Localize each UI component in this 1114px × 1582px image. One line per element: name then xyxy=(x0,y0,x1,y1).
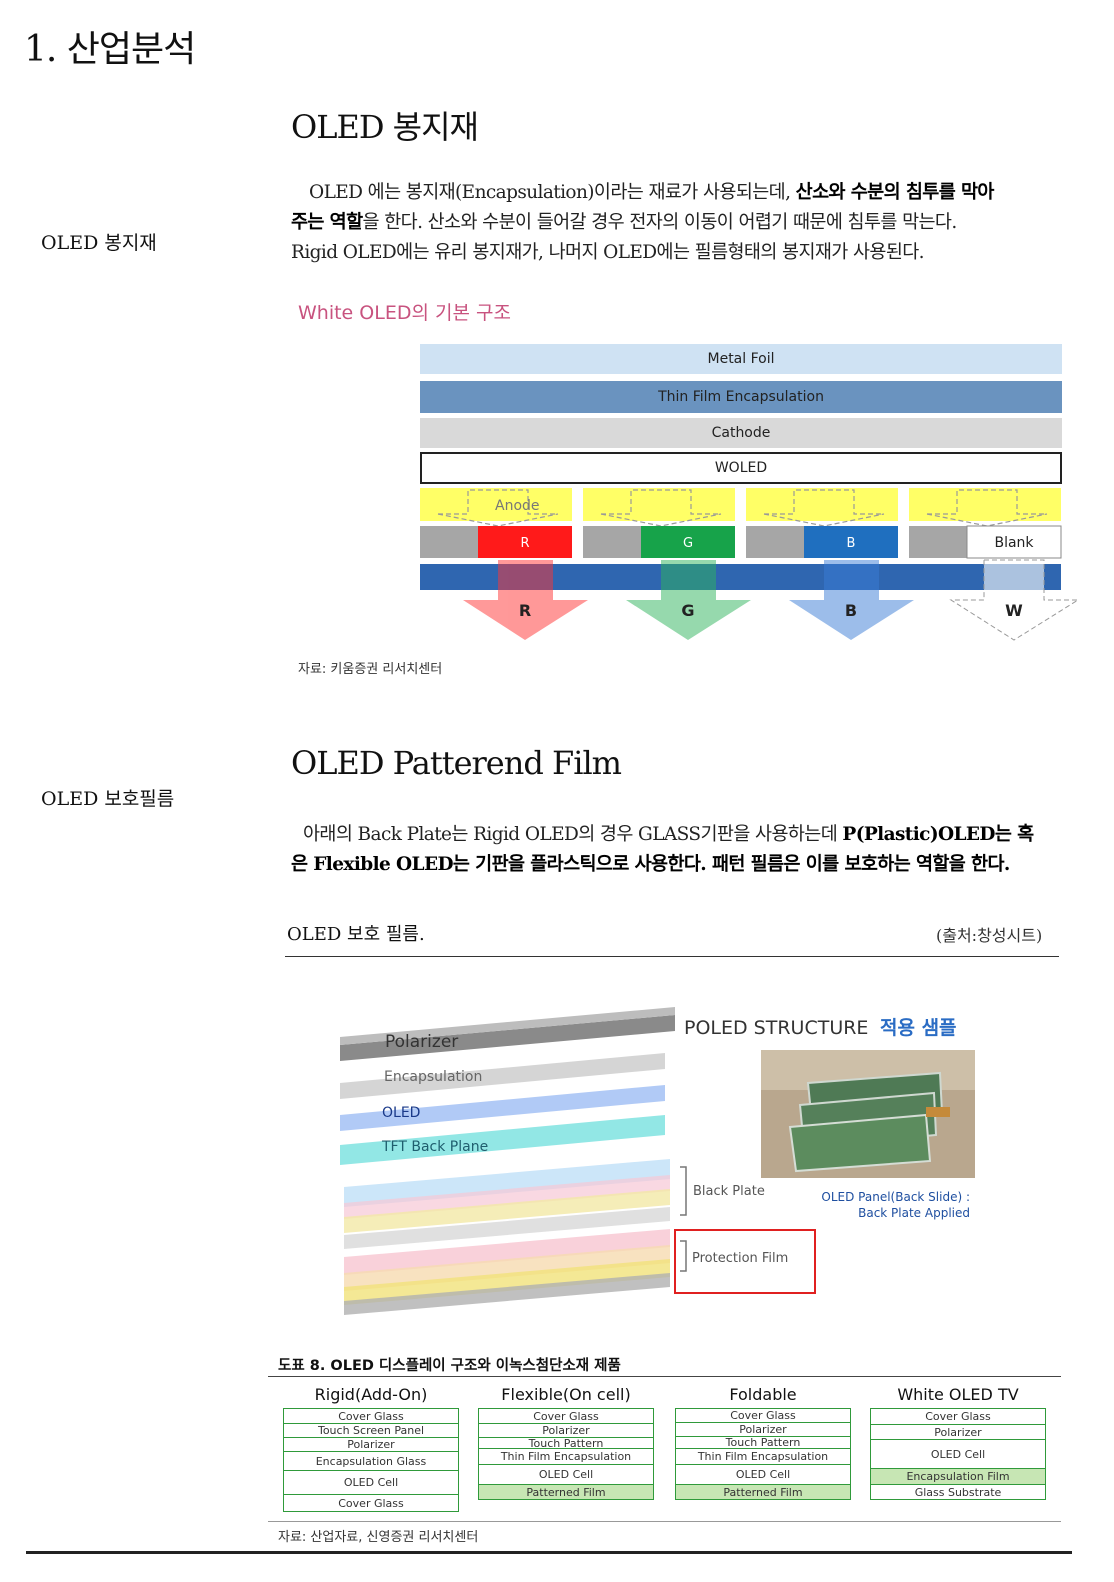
filter-label-b: B xyxy=(847,536,856,551)
output-label-r: R xyxy=(519,601,531,620)
stack-cell: Thin Film Encapsulation xyxy=(675,1448,851,1465)
para-bold: P(Plastic)OLED는 혹 xyxy=(842,824,1033,845)
filter-label-r: R xyxy=(520,536,529,551)
filter-label-g: G xyxy=(683,536,693,551)
para-bold: 은 Flexible OLED는 기판을 플라스틱으로 사용한다. 패턴 필름은… xyxy=(291,854,1010,875)
section-heading-patterned-film: OLED Patterend Film xyxy=(291,744,621,782)
table-bottom-rule xyxy=(268,1521,1061,1522)
stack-cell: Thin Film Encapsulation xyxy=(478,1448,654,1465)
column-head-foldable: Foldable xyxy=(675,1385,851,1404)
side-label-protection-film: OLED 보호필름 xyxy=(41,784,174,811)
stack-cell: Encapsulation Glass xyxy=(283,1451,459,1471)
panel-caption-line2: Back Plate Applied xyxy=(858,1206,970,1220)
stack-cell: OLED Cell xyxy=(675,1464,851,1485)
stack-cell: OLED Cell xyxy=(870,1439,1046,1469)
bracket-protection-film xyxy=(680,1241,686,1271)
paragraph-encapsulation: OLED 에는 봉지재(Encapsulation)이라는 재료가 사용되는데,… xyxy=(291,178,1071,268)
stack-label-tft: TFT Back Plane xyxy=(381,1139,488,1155)
stack-cell: Polarizer xyxy=(870,1424,1046,1440)
layer-woled: WOLED xyxy=(420,452,1062,484)
side-label-encapsulation: OLED 봉지재 xyxy=(41,228,157,255)
stack-cell-highlight: Patterned Film xyxy=(675,1484,851,1500)
layer-stack xyxy=(340,1007,675,1315)
subsection-source: (출처:창성시트) xyxy=(936,922,1042,946)
stack-label-polarizer: Polarizer xyxy=(385,1032,458,1052)
output-label-g: G xyxy=(681,601,694,620)
column-head-wtv: White OLED TV xyxy=(870,1385,1046,1404)
stack-cell: Polarizer xyxy=(478,1423,654,1438)
layer-cathode: Cathode xyxy=(420,418,1062,448)
source-note-woled: 자료: 키움증권 리서치센터 xyxy=(298,658,442,677)
stack-cell: Polarizer xyxy=(283,1437,459,1452)
stack-cell: Glass Substrate xyxy=(870,1484,1046,1500)
stack-cell: Cover Glass xyxy=(283,1408,459,1424)
stack-cell: Cover Glass xyxy=(870,1408,1046,1425)
column-head-flexible: Flexible(On cell) xyxy=(478,1385,654,1404)
layer-metal-foil: Metal Foil xyxy=(420,344,1062,374)
sample-photo xyxy=(761,1050,975,1178)
para-text: OLED 에는 봉지재(Encapsulation)이라는 재료가 사용되는데, xyxy=(309,182,796,203)
para-text: 을 한다. 산소와 수분이 들어갈 경우 전자의 이동이 어렵기 때문에 침투를… xyxy=(363,212,957,233)
page-title: 1. 산업분석 xyxy=(24,20,195,72)
figure-title-woled: White OLED의 기본 구조 xyxy=(298,298,511,325)
poled-structure-title: POLED STRUCTURE xyxy=(684,1017,868,1039)
output-label-b: B xyxy=(845,601,857,620)
layer-tfe: Thin Film Encapsulation xyxy=(420,381,1062,413)
poled-structure-diagram: Polarizer Encapsulation OLED TFT Back Pl… xyxy=(330,995,1070,1335)
section-heading-encapsulation: OLED 봉지재 xyxy=(291,102,478,148)
stack-cell: Cover Glass xyxy=(478,1408,654,1424)
paragraph-patterned-film: 아래의 Back Plate는 Rigid OLED의 경우 GLASS기판을 … xyxy=(291,820,1071,880)
poled-structure-highlight: 적용 샘플 xyxy=(880,1017,957,1039)
table-top-rule xyxy=(268,1376,1061,1377)
stack-cell: Polarizer xyxy=(675,1422,851,1437)
para-bold: 산소와 수분의 침투를 막아 xyxy=(796,182,994,203)
stack-cell: OLED Cell xyxy=(478,1464,654,1485)
woled-pixel-diagram: Anode R G B Blank R G B W xyxy=(418,486,1080,646)
label-protection-film: Protection Film xyxy=(692,1251,788,1266)
stack-cell: Cover Glass xyxy=(283,1494,459,1512)
bracket-black-plate xyxy=(680,1167,686,1215)
subsection-title: OLED 보호 필름. xyxy=(287,920,425,946)
column-head-rigid: Rigid(Add-On) xyxy=(283,1385,459,1404)
stack-cell: Cover Glass xyxy=(675,1408,851,1423)
table-figure-title: 도표 8. OLED 디스플레이 구조와 이녹스첨단소재 제품 xyxy=(278,1354,621,1375)
stack-cell-highlight: Encapsulation Film xyxy=(870,1468,1046,1485)
label-black-plate: Black Plate xyxy=(693,1184,765,1199)
stack-label-oled: OLED xyxy=(382,1105,420,1121)
anode-label: Anode xyxy=(495,498,540,514)
stack-cell-highlight: Patterned Film xyxy=(478,1484,654,1500)
panel-caption-line1: OLED Panel(Back Slide) : xyxy=(821,1190,970,1204)
para-bold: 주는 역할 xyxy=(291,212,363,233)
subsection-divider xyxy=(285,956,1059,957)
stack-cell: Touch Screen Panel xyxy=(283,1423,459,1438)
filter-label-blank: Blank xyxy=(994,535,1034,551)
para-text: Rigid OLED에는 유리 봉지재가, 나머지 OLED에는 필름형태의 봉… xyxy=(291,238,1071,268)
stack-cell: OLED Cell xyxy=(283,1470,459,1495)
output-label-w: W xyxy=(1005,601,1023,620)
stack-label-encapsulation: Encapsulation xyxy=(384,1069,482,1085)
page-footer-rule xyxy=(26,1551,1072,1554)
source-note-table: 자료: 산업자료, 신영증권 리서치센터 xyxy=(278,1526,478,1545)
para-text: 아래의 Back Plate는 Rigid OLED의 경우 GLASS기판을 … xyxy=(303,824,842,845)
